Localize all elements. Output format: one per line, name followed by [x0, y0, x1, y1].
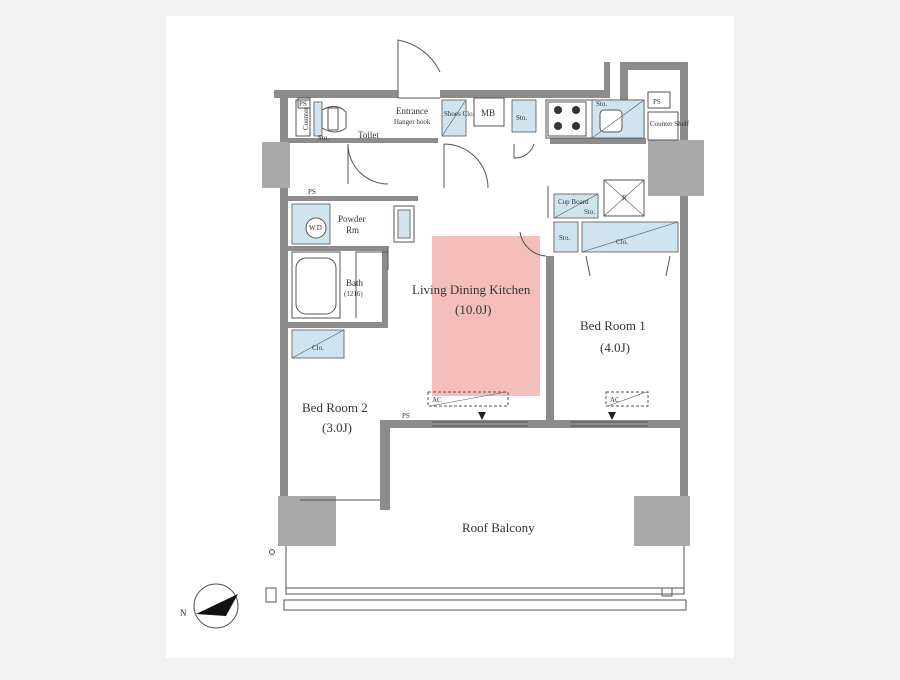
label-shoes-clo: Shoes Clo. — [444, 110, 475, 118]
label-wd: W.D — [309, 224, 322, 232]
label-ac-ldk: AC — [432, 396, 442, 404]
label-ps-top-right: PS — [653, 98, 661, 106]
label-bed2-1: Bed Room 2 — [302, 400, 368, 415]
entrance-area — [441, 97, 537, 189]
label-ac-bed1: AC — [610, 396, 620, 404]
label-hanger-hook: Hanger hook — [394, 118, 431, 126]
label-entrance: Entrance — [396, 106, 428, 116]
ldk-highlight — [432, 236, 540, 396]
label-sto-top: Sto. — [516, 114, 527, 122]
label-clo-bed2: Clo. — [312, 344, 324, 352]
label-counter-left: Counter — [302, 107, 310, 130]
bath — [291, 251, 388, 319]
label-powder-1: Powder — [338, 214, 366, 224]
labels: Toilet Entrance Hanger hook Shoes Clo. M… — [180, 98, 690, 618]
label-sto-small-left: Sto. — [318, 134, 329, 142]
label-cup-board: Cup Board — [558, 198, 589, 206]
label-powder-2: Rm — [346, 225, 359, 235]
label-clo-bed1: Clo. — [616, 238, 628, 246]
north-compass — [193, 583, 239, 629]
balcony-railing — [265, 546, 687, 611]
label-bed2-2: (3.0J) — [322, 420, 352, 435]
label-bath-2: (1216) — [344, 290, 363, 298]
label-mb: MB — [481, 108, 495, 118]
windows — [300, 421, 648, 501]
label-ldk-2: (10.0J) — [455, 302, 491, 317]
label-ps-top-left: PS — [299, 100, 307, 108]
walls — [262, 62, 704, 546]
label-bath-1: Bath — [346, 278, 363, 288]
bed1-closet — [519, 221, 679, 277]
label-sto-bed1: Sto. — [559, 234, 570, 242]
stove-burners — [554, 106, 580, 130]
label-ldk-1: Living Dining Kitchen — [412, 282, 531, 297]
label-bed1-1: Bed Room 1 — [580, 318, 646, 333]
ac-units — [427, 391, 649, 420]
label-north: N — [180, 608, 187, 618]
powder-room — [291, 203, 415, 270]
label-ps-mid-left: PS — [308, 188, 316, 196]
label-counter-shelf-right: Counter Shelf — [650, 120, 690, 128]
label-bed1-2: (4.0J) — [600, 340, 630, 355]
label-sto-cup: Sto. — [584, 208, 595, 216]
label-roof-balcony: Roof Balcony — [462, 520, 535, 535]
label-r: R — [622, 194, 627, 202]
cupboard-area — [547, 179, 645, 219]
bed2-closet — [291, 329, 345, 359]
label-ps-bottom: PS — [402, 412, 410, 420]
kitchen — [545, 91, 679, 141]
entrance-door — [397, 39, 441, 99]
toilet-area — [295, 97, 389, 185]
label-toilet: Toilet — [358, 130, 379, 140]
label-sto-kitchen: Sto. — [596, 100, 607, 108]
